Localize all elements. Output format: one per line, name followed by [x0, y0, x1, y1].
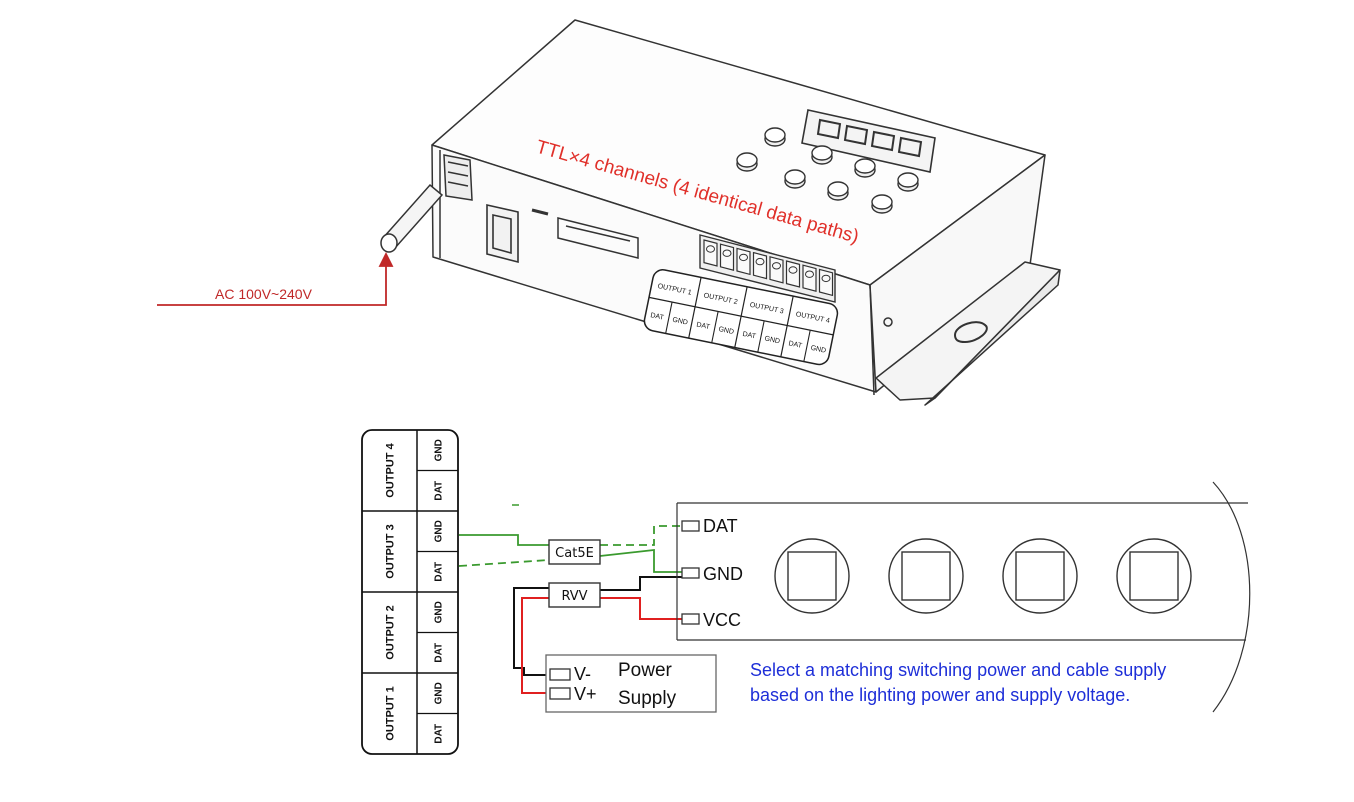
- vcc-terminal-label: VCC: [703, 610, 741, 630]
- terminal-screw: [703, 239, 718, 267]
- plate-pin-label: DAT: [696, 321, 711, 331]
- power-supply-label-1: Power: [618, 660, 673, 681]
- data-wires: [458, 525, 682, 573]
- terminal-screw: [802, 264, 817, 292]
- plate-pin-label: GND: [672, 317, 689, 327]
- block-pin-label: DAT: [434, 481, 445, 501]
- block-pin-label: DAT: [434, 724, 445, 744]
- terminal-screw: [785, 260, 801, 288]
- terminal-screw: [752, 251, 768, 280]
- v-plus-terminal: [549, 687, 571, 700]
- led-chips: [774, 538, 1192, 614]
- plate-pin-label: GND: [810, 345, 827, 355]
- supply-note-line-1: Select a matching switching power and ca…: [750, 660, 1166, 680]
- controller-device: [431, 19, 1061, 406]
- control-buttons: [736, 127, 919, 214]
- led-chip: [1116, 538, 1192, 614]
- ac-input-arrow: [157, 251, 394, 306]
- control-button: [897, 172, 919, 192]
- control-button: [736, 152, 758, 172]
- led-chip: [774, 538, 850, 614]
- block-pin-label: GND: [434, 439, 445, 461]
- terminal-screw: [818, 268, 834, 297]
- sd-slot: [531, 208, 639, 259]
- control-button: [854, 158, 876, 178]
- block-pin-label: GND: [434, 682, 445, 704]
- plate-pin-label: GND: [764, 335, 781, 345]
- control-button: [811, 145, 833, 165]
- block-output-label: OUTPUT 1: [385, 686, 397, 740]
- plate-pin-label: DAT: [788, 340, 803, 350]
- led-strip: [676, 481, 1251, 713]
- cat5e-cable-box: Cat5E: [548, 539, 601, 565]
- led-chip: [888, 538, 964, 614]
- output-terminal-block: OUTPUT 4 GND DAT OUTPUT 3 GND DAT OUTPUT 2 GND D…: [361, 429, 459, 755]
- dat-terminal-label: DAT: [703, 516, 738, 536]
- rvv-cable-box: RVV: [548, 582, 601, 608]
- segment-display: [801, 109, 936, 173]
- terminal-connector: [699, 234, 836, 303]
- ac-input-label: AC 100V~240V: [215, 286, 313, 302]
- block-output-label: OUTPUT 3: [385, 524, 397, 578]
- led-chip: [1002, 538, 1078, 614]
- block-pin-label: GND: [434, 601, 445, 623]
- control-button: [871, 194, 893, 214]
- v-plus-label: V+: [574, 684, 597, 704]
- block-pin-label: DAT: [434, 562, 445, 582]
- supply-note-line-2: based on the lighting power and supply v…: [750, 685, 1130, 705]
- strip-terminals: DAT GND VCC: [681, 516, 743, 630]
- block-pin-label: GND: [434, 520, 445, 542]
- plate-pin-label: GND: [718, 326, 735, 336]
- block-output-label: OUTPUT 2: [385, 605, 397, 659]
- v-minus-label: V-: [574, 664, 591, 684]
- plate-pin-label: DAT: [742, 331, 757, 341]
- ac-cable: [380, 154, 473, 253]
- gnd-terminal: [681, 567, 700, 579]
- plate-pin-label: DAT: [650, 312, 665, 322]
- terminal-screw: [769, 256, 784, 284]
- block-output-label: OUTPUT 4: [385, 442, 397, 497]
- terminal-screw: [736, 247, 751, 276]
- gnd-terminal-label: GND: [703, 564, 743, 584]
- v-minus-terminal: [549, 668, 571, 681]
- power-switch: [486, 203, 519, 264]
- control-button: [827, 181, 849, 201]
- vcc-terminal: [681, 613, 700, 625]
- power-supply: V- V+ Power Supply: [545, 654, 717, 713]
- cat5e-label: Cat5E: [555, 546, 594, 561]
- terminal-screw: [719, 243, 735, 271]
- power-supply-label-2: Supply: [618, 688, 677, 709]
- block-pin-label: DAT: [434, 643, 445, 663]
- dat-terminal: [681, 520, 700, 532]
- control-button: [764, 127, 786, 147]
- rvv-label: RVV: [561, 589, 587, 604]
- control-button: [784, 169, 806, 189]
- power-wires: [513, 576, 682, 694]
